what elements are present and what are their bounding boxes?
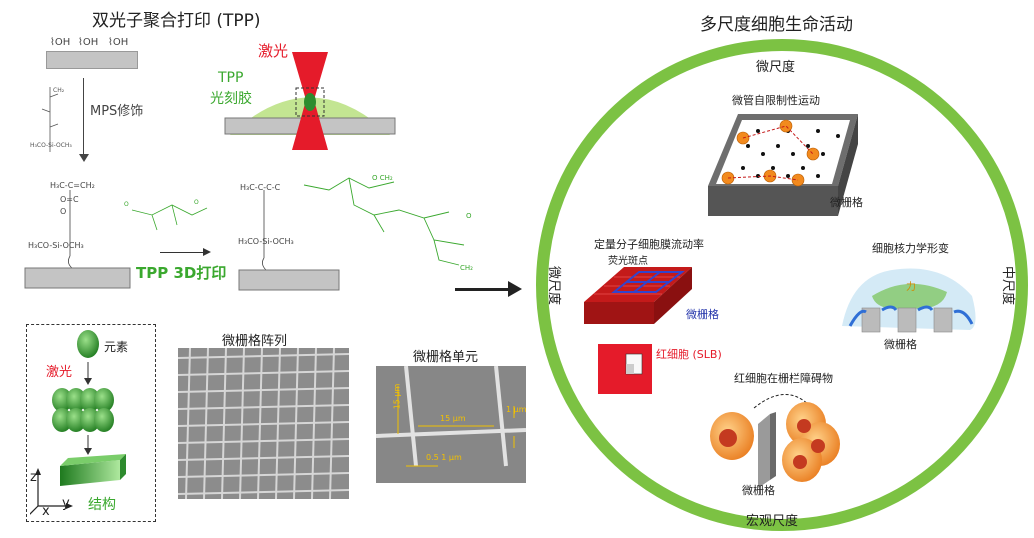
panel2-rbc-label: 红细胞 (SLB) — [656, 348, 722, 361]
fabrication-box — [26, 324, 156, 522]
svg-text:H₃CO-Si-OCH₃: H₃CO-Si-OCH₃ — [30, 142, 72, 149]
mps-arrow-head — [79, 154, 89, 162]
main-arrow — [455, 288, 515, 291]
tpp-resin-label-2: 光刻胶 — [210, 91, 252, 107]
svg-text:O: O — [466, 212, 472, 220]
nucleus-deformation: 力 — [842, 268, 976, 333]
oh-group-3: ⌇OH — [108, 37, 129, 48]
crosslinker-molecule: O O — [124, 199, 208, 231]
membrane-grid — [584, 267, 692, 324]
mps-substrate-structure: H₃C-C=CH₂ O=C O H₃CO-Si-OCH₃ — [24, 181, 131, 289]
dim-05: 0.5 1 μm — [426, 453, 462, 462]
dim-15-horizontal: 15 μm — [440, 414, 466, 423]
mps-label: MPS修饰 — [90, 104, 144, 119]
laser-label: 激光 — [258, 42, 289, 60]
tpp-title: 双光子聚合打印 (TPP) — [92, 11, 261, 31]
oh-group-1: ⌇OH — [50, 37, 71, 48]
cell-barrier — [710, 394, 840, 488]
fab-laser-label: 激光 — [46, 365, 73, 380]
print-arrow — [160, 252, 205, 253]
svg-text:力: 力 — [906, 280, 916, 293]
dim-15-vertical: 15 μm — [392, 383, 402, 410]
panel2-title: 定量分子细胞膜流动率 — [594, 238, 704, 251]
axis-z: z — [30, 470, 37, 485]
sem-array-title: 微栅格阵列 — [222, 334, 288, 349]
rbc-square — [598, 344, 652, 394]
sem-unit-image — [376, 366, 526, 483]
ring-label-bottom: 宏观尺度 — [746, 514, 799, 529]
scale-ring — [536, 39, 1028, 531]
panel4-label: 微栅格 — [742, 484, 775, 497]
tpp-focus-setup — [224, 52, 396, 150]
voxel-label: 元素 — [104, 340, 129, 354]
svg-text:H₃CO-Si-OCH₃: H₃CO-Si-OCH₃ — [238, 237, 294, 246]
tpp-resin-label-1: TPP — [218, 70, 244, 86]
panel2-subtitle: 荧光斑点 — [608, 256, 648, 267]
print-arrow-head — [203, 248, 211, 256]
mps-arrow — [83, 78, 84, 158]
svg-text:H₃C-C=CH₂: H₃C-C=CH₂ — [50, 181, 95, 190]
svg-text:H₃CO-Si-OCH₃: H₃CO-Si-OCH₃ — [28, 241, 84, 250]
printed-polymer: H₃C-C-C-C H₃CO-Si-OCH₃ O CH₂ O CH₂ — [238, 174, 473, 291]
svg-text:O=C: O=C — [60, 195, 79, 204]
sem-unit-title: 微栅格单元 — [413, 350, 479, 365]
dim-1: 1 μm — [506, 405, 527, 414]
axis-y: y — [62, 496, 70, 511]
circle-title: 多尺度细胞生命活动 — [700, 15, 853, 35]
panel1-title: 微管自限制性运动 — [732, 94, 820, 107]
main-arrow-head — [508, 281, 522, 297]
panel2-grid-label: 微栅格 — [686, 308, 719, 321]
svg-text:O: O — [60, 207, 66, 216]
ring-label-right: 中尺度 — [1000, 265, 1016, 306]
structure-label: 结构 — [88, 497, 116, 513]
svg-text:CH₂: CH₂ — [53, 87, 65, 94]
oh-group-2: ⌇OH — [78, 37, 99, 48]
print-label: TPP 3D打印 — [136, 264, 227, 282]
ring-label-left: 微尺度 — [546, 265, 562, 306]
mps-molecule: H₃CO-Si-OCH₃ CH₂ — [30, 87, 72, 152]
ring-label-top: 微尺度 — [756, 60, 796, 75]
svg-text:O: O — [124, 201, 129, 208]
svg-text:O CH₂: O CH₂ — [372, 174, 393, 182]
svg-text:CH₂: CH₂ — [460, 264, 473, 272]
substrate-oh — [46, 51, 138, 69]
panel3-title: 细胞核力学形变 — [872, 242, 949, 255]
panel1-label: 微栅格 — [830, 196, 863, 209]
axis-x: x — [42, 504, 50, 519]
microtubule-box — [708, 114, 858, 216]
sem-array-image — [178, 348, 349, 499]
fabrication-diagram — [30, 330, 126, 515]
svg-text:H₃C-C-C-C: H₃C-C-C-C — [240, 183, 281, 192]
panel3-label: 微栅格 — [884, 338, 917, 351]
svg-text:O: O — [194, 199, 199, 206]
panel4-title: 红细胞在栅栏障碍物 — [734, 372, 833, 385]
